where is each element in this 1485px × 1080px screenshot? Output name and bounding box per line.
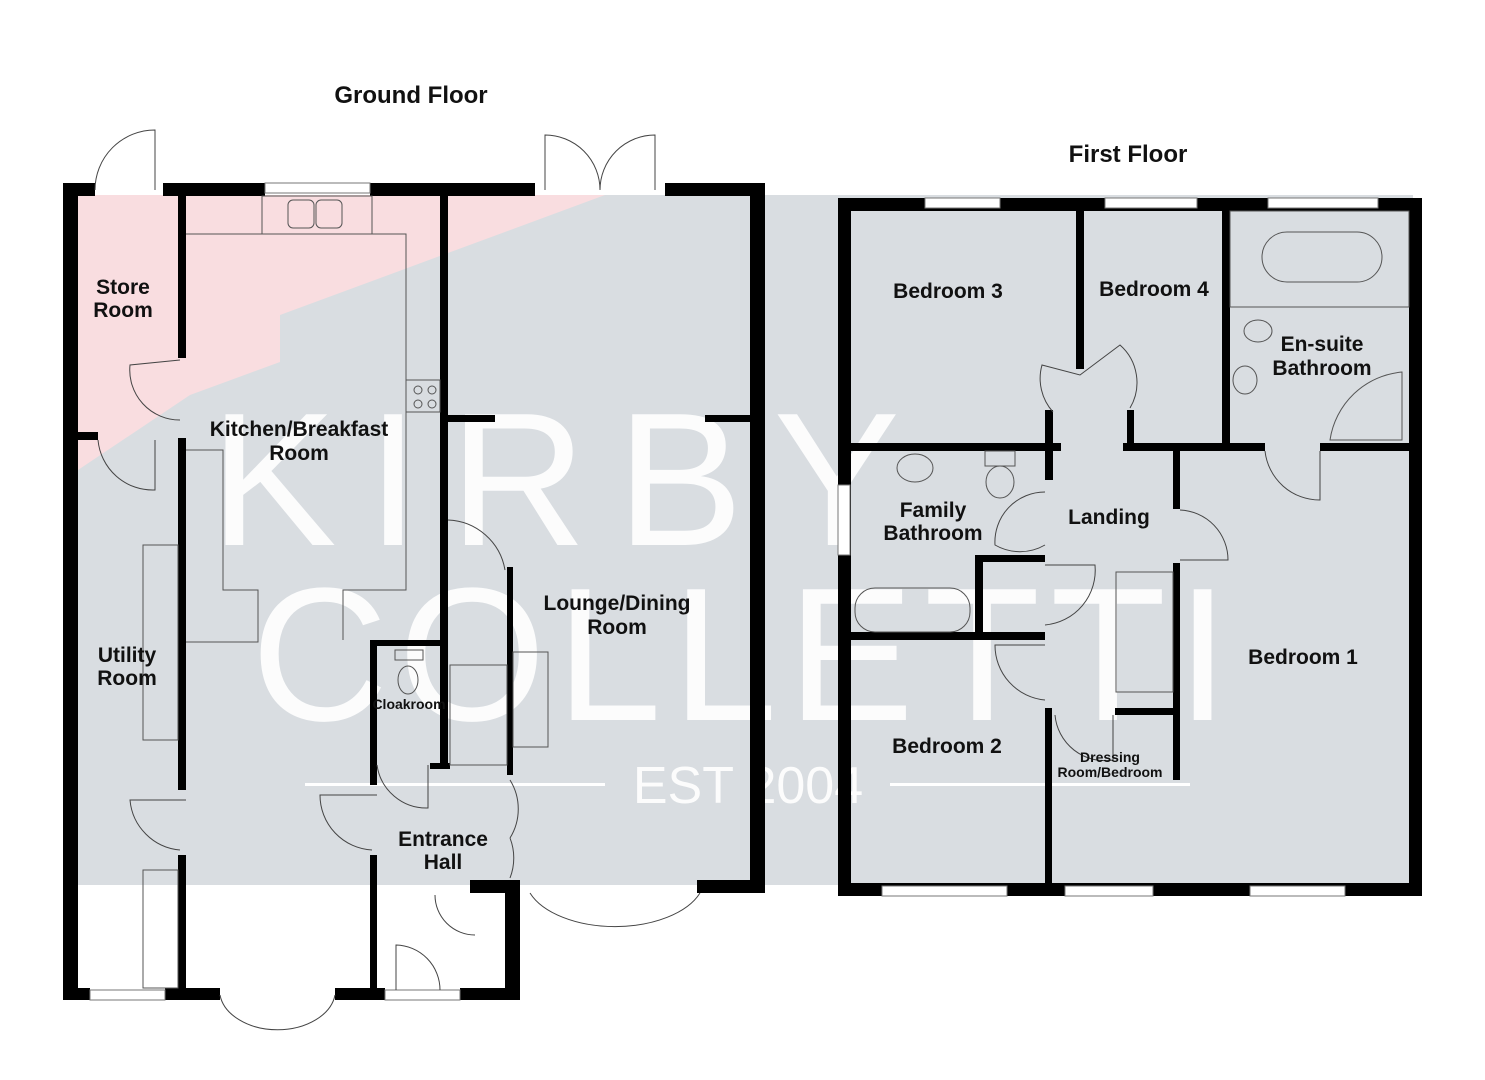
svg-text:Utility: Utility bbox=[98, 644, 157, 667]
room-label-bedroom-3: Bedroom 3 bbox=[893, 280, 1003, 303]
room-label-store-room: Store Room bbox=[93, 276, 153, 322]
ground-floor-fixtures bbox=[89, 129, 701, 1031]
ground-floor-title: Ground Floor bbox=[334, 82, 487, 109]
room-label-entrance-hall: Entrance Hall bbox=[398, 828, 488, 874]
svg-text:EST 2004: EST 2004 bbox=[633, 757, 863, 815]
svg-text:Room: Room bbox=[269, 442, 329, 465]
svg-text:Family: Family bbox=[900, 499, 967, 522]
room-label-bedroom-4: Bedroom 4 bbox=[1099, 278, 1209, 301]
room-label-family-bathroom: Family Bathroom bbox=[883, 499, 982, 545]
room-label-lounge: Lounge/Dining Room bbox=[544, 592, 691, 639]
svg-text:Bathroom: Bathroom bbox=[1272, 357, 1371, 380]
room-label-kitchen: Kitchen/Breakfast Room bbox=[210, 418, 389, 465]
highlight-region bbox=[78, 195, 605, 470]
room-label-landing: Landing bbox=[1068, 506, 1150, 529]
svg-text:Entrance: Entrance bbox=[398, 828, 488, 851]
svg-text:Store: Store bbox=[96, 276, 150, 299]
first-floor-fixtures bbox=[837, 197, 1410, 897]
svg-text:Bathroom: Bathroom bbox=[883, 522, 982, 545]
first-floor-title: First Floor bbox=[1069, 141, 1188, 168]
svg-text:Dressing: Dressing bbox=[1080, 749, 1140, 765]
svg-text:Hall: Hall bbox=[424, 851, 463, 874]
room-label-ensuite: En-suite Bathroom bbox=[1272, 333, 1371, 380]
svg-text:Room: Room bbox=[587, 616, 647, 639]
room-label-dressing-room: Dressing Room/Bedroom bbox=[1058, 749, 1163, 780]
svg-text:Lounge/Dining: Lounge/Dining bbox=[544, 592, 691, 615]
svg-text:Kitchen/Breakfast: Kitchen/Breakfast bbox=[210, 418, 389, 441]
svg-text:COLLETTI: COLLETTI bbox=[251, 549, 1239, 761]
svg-text:Room: Room bbox=[97, 667, 157, 690]
svg-text:KIRBY: KIRBY bbox=[210, 374, 930, 586]
svg-text:En-suite: En-suite bbox=[1281, 333, 1364, 356]
svg-text:Room: Room bbox=[93, 299, 153, 322]
room-label-cloakroom: Cloakroom bbox=[372, 696, 445, 712]
watermark-logo: KIRBY COLLETTI EST 2004 bbox=[210, 374, 1239, 815]
room-label-bedroom-2: Bedroom 2 bbox=[892, 735, 1002, 758]
svg-text:Room/Bedroom: Room/Bedroom bbox=[1058, 764, 1163, 780]
room-label-bedroom-1: Bedroom 1 bbox=[1248, 646, 1358, 669]
ground-floor-walls bbox=[63, 183, 765, 1000]
room-fill-band bbox=[78, 195, 1413, 885]
room-label-utility-room: Utility Room bbox=[97, 644, 157, 690]
